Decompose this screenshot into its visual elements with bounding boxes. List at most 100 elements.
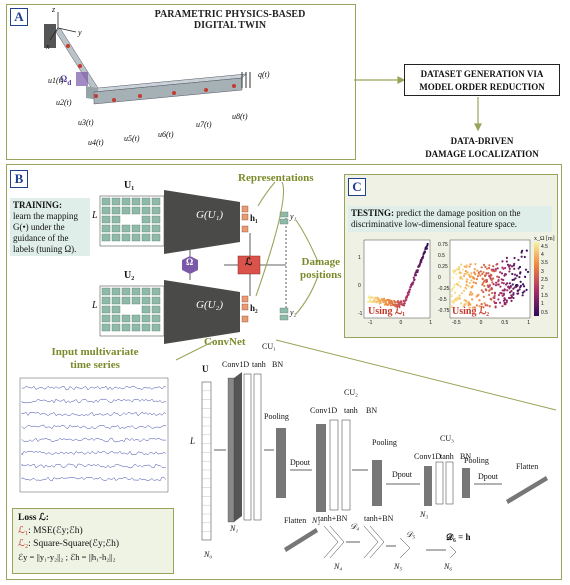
scatter-point: [468, 293, 471, 296]
input-cell: [151, 287, 161, 296]
scatter-point: [505, 256, 509, 259]
input-cell: [111, 287, 121, 296]
input-cell: [111, 224, 121, 233]
arch-tanh2: tanh: [344, 406, 358, 415]
scatter-point: [468, 274, 471, 277]
scatter-point: [517, 289, 520, 292]
panel-b-tag: B: [10, 170, 28, 188]
cu2-layers: [316, 419, 351, 512]
scatter-point: [402, 304, 406, 307]
scatter-point: [466, 271, 469, 274]
sensor-label-u3: u3(t): [78, 118, 94, 127]
arch-n4: N₄: [334, 562, 343, 571]
input-cell: [101, 314, 111, 323]
p2-ytick-4: -0.25: [438, 286, 450, 292]
input-cell: [141, 296, 151, 305]
scatter-point: [493, 292, 497, 295]
scatter-point: [494, 306, 497, 309]
scatter-point: [473, 306, 476, 309]
scatter-point: [503, 298, 507, 301]
scatter-point: [497, 283, 500, 286]
scatter-point: [504, 266, 507, 270]
arch-conv1: Conv1D: [222, 360, 250, 369]
scatter-point: [508, 291, 512, 294]
sensor-label-u4: u4(t): [88, 138, 104, 147]
scatter-point: [474, 262, 477, 266]
scatter-point: [466, 301, 469, 304]
training-line4: labels (tuning Ω).: [13, 244, 77, 254]
input-cell: [121, 233, 131, 242]
scatter-point: [465, 264, 468, 267]
scatter-point: [499, 291, 502, 295]
panel-c-tag: C: [348, 178, 366, 196]
scatter-point: [502, 292, 505, 295]
y2-vector: [279, 307, 289, 321]
input-cell: [141, 215, 151, 224]
scatter-point: [517, 267, 520, 270]
damage-region-omega: [76, 72, 88, 86]
scatter-point: [485, 280, 489, 283]
scatter-point: [501, 294, 504, 297]
input-cell: [111, 305, 121, 314]
h1-label: h₁: [250, 213, 258, 223]
scatter-point: [493, 294, 496, 298]
cb-tick-4: 2.5: [541, 276, 548, 283]
plot-1-yticks: 1 0 -1: [358, 244, 362, 328]
sensor-label-u5: u5(t): [124, 134, 140, 143]
input-cell: [151, 206, 161, 215]
scatter-point: [464, 302, 467, 306]
input-cell: [101, 287, 111, 296]
scatter-point: [501, 266, 504, 269]
arch-n5: N₅: [394, 562, 403, 571]
panel-b-frame: [6, 164, 562, 580]
scatter-point: [483, 279, 487, 282]
scatter-point: [472, 281, 475, 284]
input-stack-u2: [99, 285, 165, 337]
scatter-point: [524, 275, 527, 278]
scatter-point: [518, 265, 522, 269]
scatter-point: [499, 271, 502, 274]
scatter-point: [409, 285, 412, 289]
scatter-point: [405, 298, 408, 301]
scatter-point: [490, 298, 493, 301]
testing-text: predict the damage position on the discr…: [351, 208, 521, 229]
scatter-point: [482, 271, 485, 274]
scatter-point: [412, 281, 415, 284]
damage-positions-label: Damage positions: [300, 256, 342, 282]
p2-xtick-1: 0: [479, 320, 483, 326]
scatter-point: [470, 298, 474, 301]
plot-1-points: [366, 242, 429, 308]
input-cell: [141, 314, 151, 323]
scatter-point: [512, 291, 515, 295]
scatter-point: [526, 270, 530, 274]
scatter-point: [477, 293, 480, 296]
y2-label: y₂: [290, 308, 297, 317]
damage-positions-line2: positions: [300, 269, 342, 281]
arch-cu2: CU₂: [344, 388, 358, 397]
y1-vector: [279, 211, 289, 225]
scatter-point: [393, 301, 397, 304]
damage-localization-box: DATA-DRIVEN DAMAGE LOCALIZATION: [404, 131, 560, 165]
time-series-line: [21, 385, 167, 391]
scatter-point: [470, 272, 473, 275]
scatter-point: [454, 291, 457, 294]
damage-positions-line1: Damage: [301, 256, 341, 268]
scatter-point: [512, 287, 515, 290]
scatter-point: [525, 288, 528, 291]
scatter-point: [479, 270, 482, 273]
scatter-point: [470, 293, 473, 296]
scatter-point: [491, 291, 494, 295]
scatter-point: [474, 273, 477, 276]
scatter-point: [513, 267, 516, 270]
scatter-point: [504, 273, 508, 276]
cb-tick-6: 1.5: [541, 293, 548, 300]
cb-tick-2: 3.5: [541, 260, 548, 267]
scatter-point: [503, 301, 506, 305]
input-cell: [131, 197, 141, 206]
scatter-point: [481, 277, 484, 280]
scatter-point: [461, 277, 464, 281]
scatter-point: [494, 267, 497, 271]
p1-ytick-0: 1: [358, 255, 361, 261]
scatter-point: [450, 293, 454, 297]
scatter-point: [465, 278, 469, 281]
